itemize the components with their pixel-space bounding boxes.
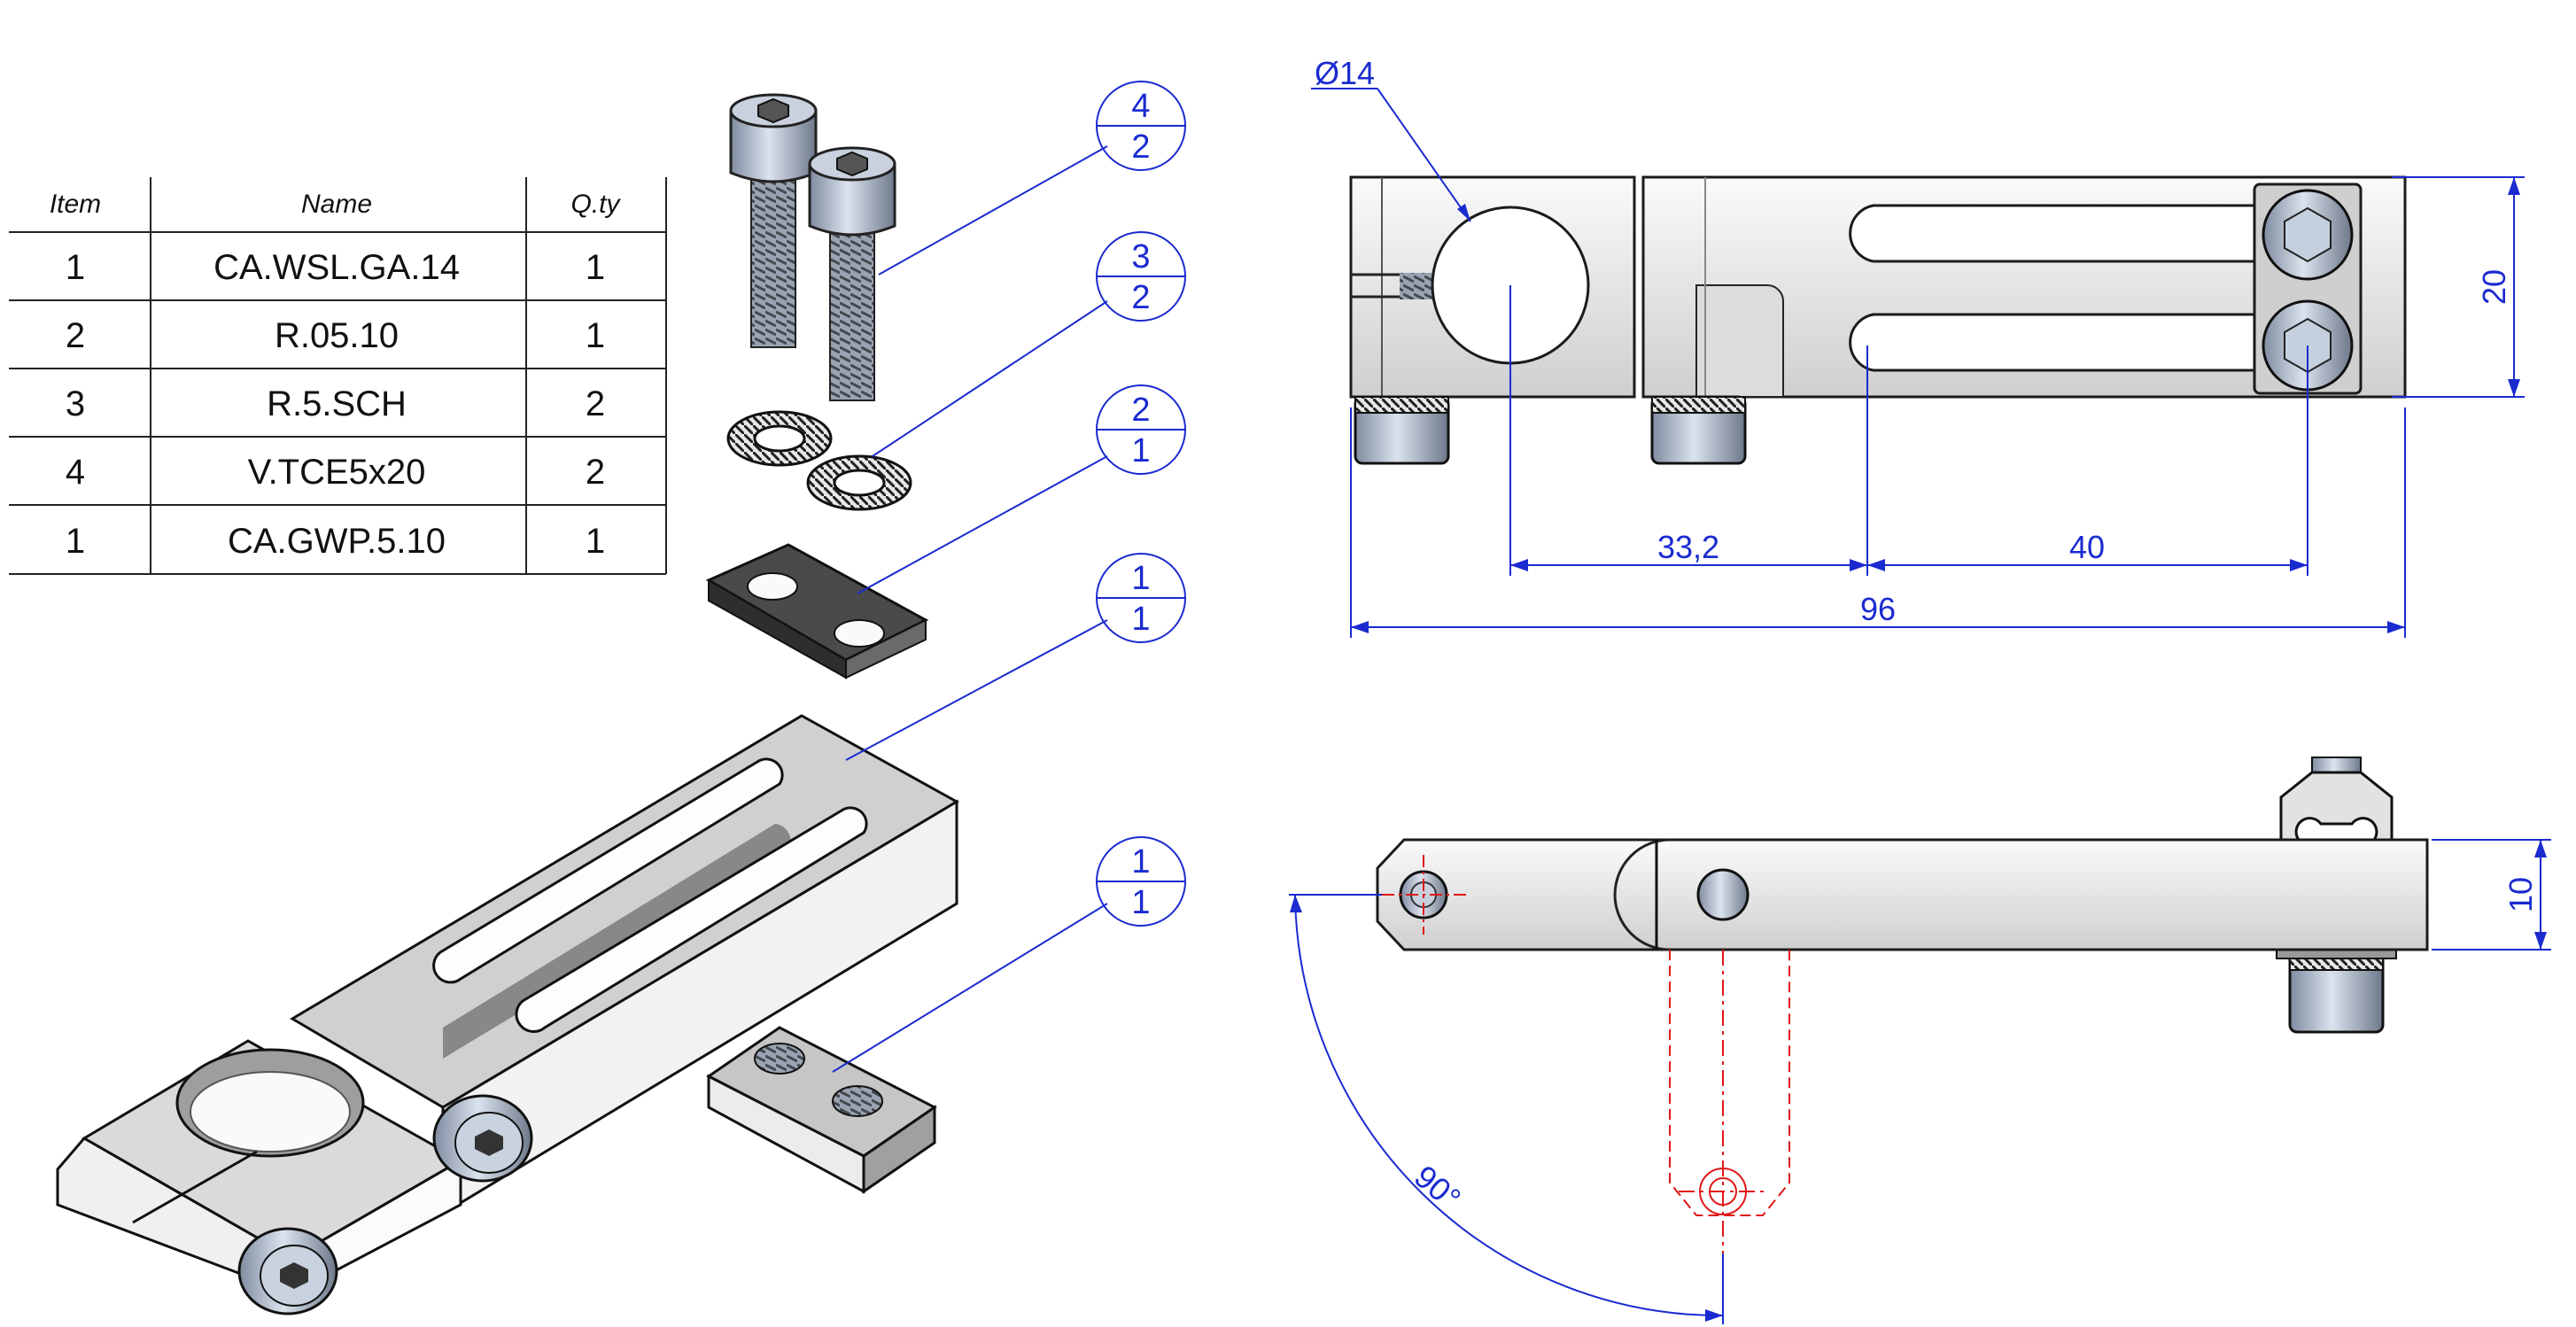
t-nut [706, 1026, 937, 1194]
bom-cell-name: CA.WSL.GA.14 [213, 248, 460, 287]
bom-row: 4 V.TCE5x20 2 [66, 453, 605, 492]
height-label: 20 [2476, 269, 2512, 305]
rotated-position [1669, 950, 1790, 1253]
bom-cell-name: V.TCE5x20 [248, 453, 426, 492]
bom-cell-qty: 2 [586, 453, 605, 492]
dimension-thickness: 10 [2432, 839, 2551, 951]
balloon-top: 1 [1131, 843, 1150, 881]
balloon-top: 4 [1131, 88, 1150, 125]
screw-head-icon [2262, 189, 2354, 281]
lock-washer [806, 454, 912, 511]
lock-washer [726, 410, 833, 467]
bom-cell-item: 1 [66, 522, 85, 561]
bom-cell-name: R.5.SCH [267, 384, 407, 423]
top-view: Ø14 20 33,2 40 96 [1311, 55, 2525, 638]
balloon-bottom: 2 [1131, 279, 1150, 316]
balloon-top: 2 [1131, 392, 1150, 429]
balloon: 4 2 [878, 81, 1186, 275]
side-view: 10 90° [1289, 757, 2551, 1324]
clamp-plate [705, 543, 929, 679]
balloon-bottom: 1 [1131, 884, 1150, 921]
balloon: 3 2 [872, 231, 1186, 457]
balloon-bottom: 1 [1131, 601, 1150, 638]
balloon-callouts: 4 2 3 2 2 1 1 1 1 1 [832, 81, 1186, 1073]
dimension-hole: Ø14 [1311, 55, 1471, 222]
bom-cell-qty: 1 [586, 316, 605, 355]
bom-header-qty: Q.ty [570, 190, 621, 219]
balloon-top: 3 [1131, 238, 1150, 275]
cap-screw [808, 146, 896, 401]
bom-row: 2 R.05.10 1 [66, 316, 605, 355]
thickness-label: 10 [2502, 877, 2539, 912]
clamp-arm [56, 714, 960, 1315]
bom-cell-qty: 1 [586, 522, 605, 561]
offset-1-label: 33,2 [1657, 529, 1719, 565]
hole-diameter-label: Ø14 [1315, 55, 1375, 91]
bom-header-name: Name [301, 190, 372, 219]
bom-cell-name: R.05.10 [275, 316, 399, 355]
bom-cell-item: 2 [66, 316, 85, 355]
bom-cell-item: 3 [66, 384, 85, 423]
dimension-angle: 90° [1289, 894, 1724, 1324]
balloon-top: 1 [1131, 560, 1150, 597]
top-view-part [1349, 175, 2407, 465]
balloon: 2 1 [857, 384, 1186, 594]
balloon: 1 1 [845, 553, 1186, 761]
cap-screw [432, 1094, 533, 1183]
bom-row: 1 CA.WSL.GA.14 1 [66, 248, 605, 287]
bom-cell-item: 4 [66, 453, 85, 492]
angle-label: 90° [1408, 1158, 1468, 1216]
bom-cell-qty: 1 [586, 248, 605, 287]
cap-screw [237, 1227, 338, 1315]
bom-cell-qty: 2 [586, 384, 605, 423]
bom-cell-name: CA.GWP.5.10 [228, 522, 446, 561]
balloon: 1 1 [832, 836, 1186, 1073]
screw-side [2276, 947, 2397, 1034]
bom-cell-item: 1 [66, 248, 85, 287]
exploded-view [56, 93, 960, 1315]
dimension-height: 20 [2392, 176, 2525, 398]
balloon-bottom: 2 [1131, 128, 1150, 166]
bom-row: 3 R.5.SCH 2 [66, 384, 605, 423]
dimension-length: 96 [1350, 407, 2406, 638]
length-label: 96 [1860, 591, 1896, 627]
cap-screw [729, 93, 818, 348]
bom-table: Item Name Q.ty 1 CA.WSL.GA.14 1 2 R.05.1… [9, 177, 667, 575]
t-nut-side [2279, 757, 2394, 842]
dimension-offsets: 33,2 40 [1509, 285, 2308, 576]
bom-header-item: Item [50, 190, 101, 219]
offset-2-label: 40 [2069, 529, 2105, 565]
bom-row: 1 CA.GWP.5.10 1 [66, 522, 605, 561]
balloon-bottom: 1 [1131, 432, 1150, 469]
